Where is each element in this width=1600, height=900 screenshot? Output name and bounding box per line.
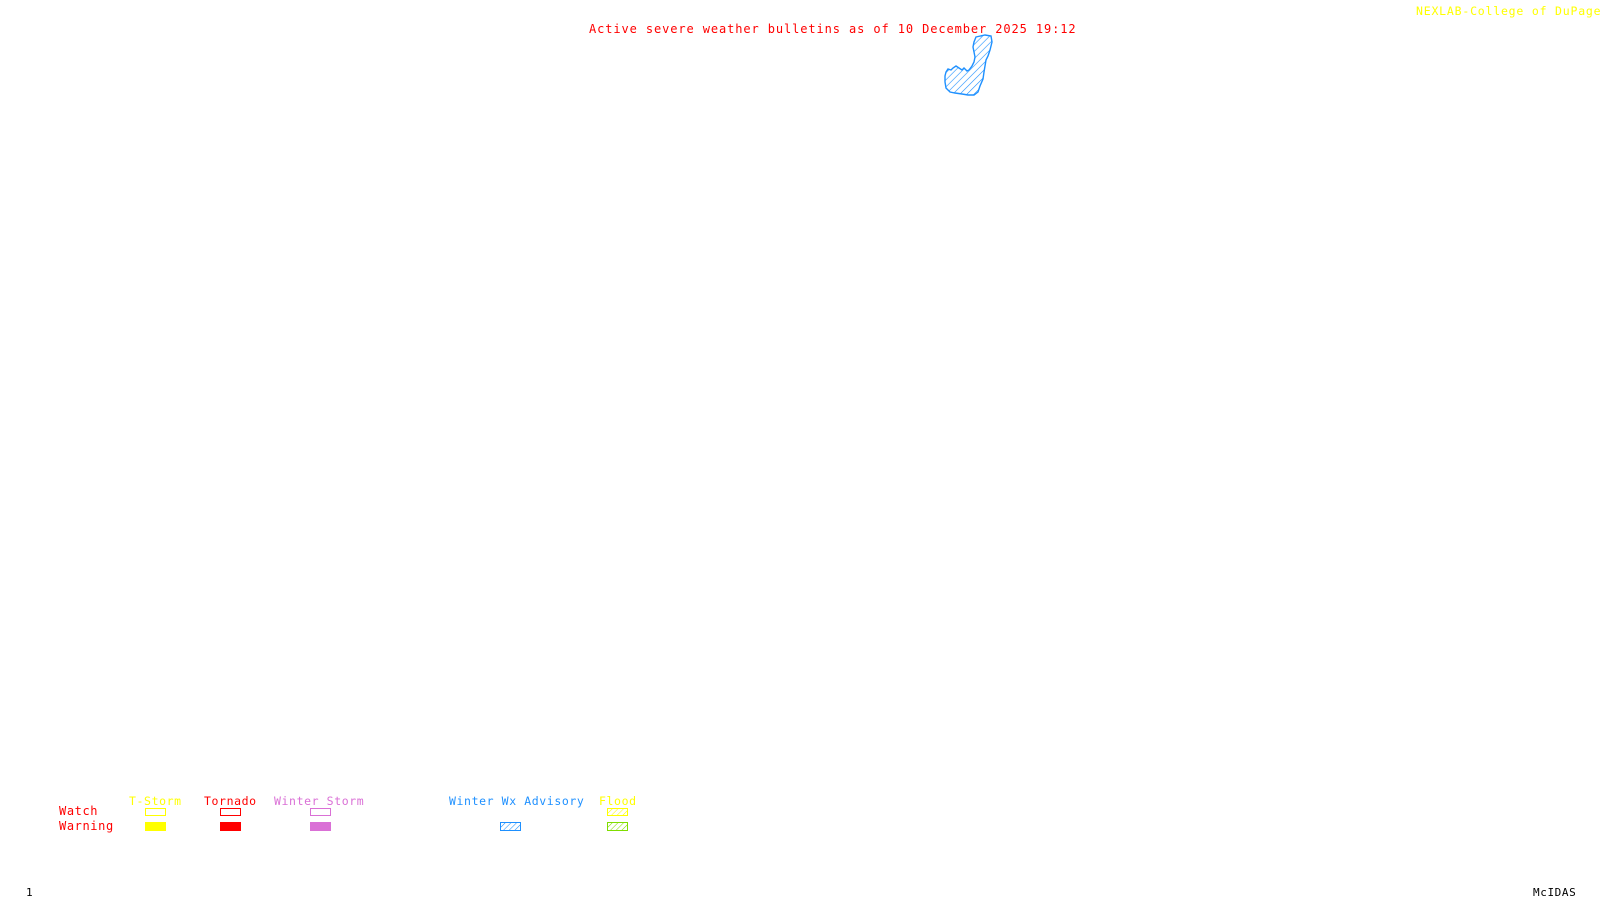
page-title: Active severe weather bulletins as of 10… (589, 22, 1077, 36)
legend-winter-storm-label: Winter Storm (274, 794, 365, 808)
legend-tornado-warning-swatch (220, 822, 241, 831)
legend-winter-storm-warning-swatch (310, 822, 331, 831)
legend-tornado-watch-swatch (220, 808, 241, 816)
legend-winter-wx-advisory-label: Winter Wx Advisory (449, 794, 585, 808)
legend-flood-watch-swatch (607, 808, 628, 816)
credit-text: NEXLAB-College of DuPage (1416, 4, 1600, 18)
legend-tstorm-label: T-Storm (129, 794, 182, 808)
credit-label: NEXLAB-College of DuPage (1416, 5, 1600, 17)
legend-winter-storm-watch-swatch (310, 808, 331, 816)
legend-row-watch-label: Watch (59, 804, 99, 818)
legend-flood-warning-swatch (607, 822, 628, 831)
legend-row-warning-label: Warning (59, 819, 114, 833)
legend-tornado-label: Tornado (204, 794, 257, 808)
winter-wx-advisory-area[interactable] (944, 34, 993, 96)
software-label: McIDAS (1533, 886, 1577, 899)
legend-tstorm-watch-swatch (145, 808, 166, 816)
legend-winter-wx-advisory-swatch (500, 822, 521, 831)
legend-flood-label: Flood (599, 794, 637, 808)
legend-tstorm-warning-swatch (145, 822, 166, 831)
frame-number: 1 (26, 886, 34, 899)
